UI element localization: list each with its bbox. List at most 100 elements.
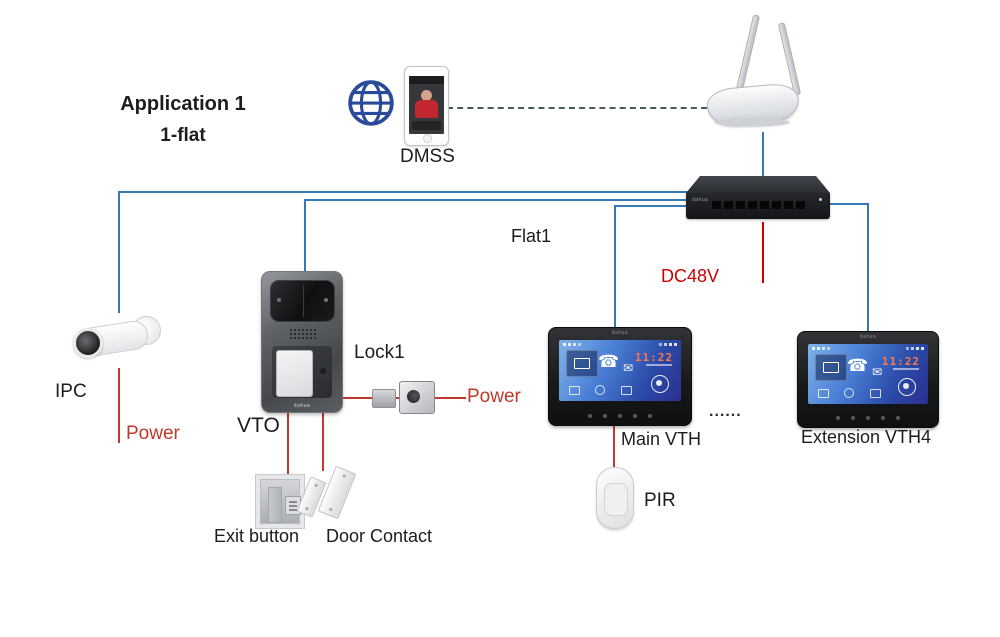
monitor-preview-tile xyxy=(815,354,847,381)
screen-clock: 11:22 xyxy=(634,351,673,364)
switch-ports xyxy=(712,201,721,209)
settings-icon xyxy=(898,378,916,396)
monitor-preview-tile xyxy=(566,350,598,377)
extension-vth-monitor: dahua ☎ ✉ 11:22 xyxy=(797,331,939,428)
door-contact-magnet-bar xyxy=(317,465,357,520)
exit-button-slot xyxy=(268,487,282,523)
router-base xyxy=(714,118,790,127)
pir-lens-window xyxy=(604,483,628,516)
vth-pir-line xyxy=(613,424,615,468)
lock-device xyxy=(399,381,435,414)
link-switch-ipc-horizontal xyxy=(119,191,688,193)
call-buttons-row xyxy=(412,121,441,130)
vto-speaker-grille xyxy=(289,328,317,341)
link-switch-vto-horizontal xyxy=(305,199,688,201)
poe-switch: dahua xyxy=(686,176,830,222)
dc48v-power-line xyxy=(762,222,764,283)
ipc-camera xyxy=(72,308,172,370)
main-vth-monitor: dahua ☎ ✉ 11:22 xyxy=(548,327,692,426)
link-switch-vto-vertical xyxy=(304,199,306,272)
vth-screen: ☎ ✉ 11:22 xyxy=(559,340,681,401)
vth-screen: ☎ ✉ 11:22 xyxy=(808,344,928,404)
camera-lens xyxy=(73,328,103,358)
flat1-label: Flat1 xyxy=(511,226,552,246)
statusbar-icons-left xyxy=(563,343,566,346)
app-icon-2 xyxy=(844,388,854,398)
app-icon-1 xyxy=(569,386,580,395)
title-line1: Application 1 xyxy=(120,93,246,115)
vto-screw-left xyxy=(277,298,281,302)
vto-exitbutton-line xyxy=(287,410,289,476)
internet-globe-icon xyxy=(346,77,396,129)
switch-front-face: dahua xyxy=(686,193,830,219)
phone-icon: ☎ xyxy=(598,352,620,372)
lock-power-label: Power xyxy=(467,386,521,407)
vto-brand-logo: dahua xyxy=(293,403,311,409)
phone-icon: ☎ xyxy=(847,356,869,376)
switch-brand-logo: dahua xyxy=(692,197,709,203)
statusbar-icons-right xyxy=(674,343,677,346)
vto-device: dahua xyxy=(261,271,343,413)
vth-brand-logo: dahua xyxy=(859,334,877,340)
screen-date-bar xyxy=(646,364,672,366)
app-icon-3 xyxy=(621,386,632,395)
app-icon-2 xyxy=(595,385,605,395)
pir-label: PIR xyxy=(644,490,676,511)
ipc-label: IPC xyxy=(55,381,87,402)
title-line2: 1-flat xyxy=(160,125,206,146)
vto-screw-right xyxy=(324,298,328,302)
vth-brand-logo: dahua xyxy=(611,330,629,336)
link-switch-mainvth-horizontal xyxy=(615,205,688,207)
wifi-router xyxy=(700,12,804,136)
phone-home-button xyxy=(422,134,432,143)
app-icon-1 xyxy=(818,389,829,398)
caller-torso xyxy=(415,100,438,118)
vto-call-button xyxy=(276,350,313,397)
link-switch-extvth-horizontal xyxy=(828,203,869,205)
screen-date-bar xyxy=(893,368,919,370)
link-switch-mainvth-vertical xyxy=(614,205,616,327)
message-icon: ✉ xyxy=(623,361,634,375)
pir-sensor xyxy=(596,467,634,529)
main-vth-label: Main VTH xyxy=(621,429,702,449)
door-contact-label: Door Contact xyxy=(326,526,433,546)
exit-button-label: Exit button xyxy=(214,526,300,546)
globe-svg xyxy=(348,80,394,126)
lock1-label: Lock1 xyxy=(354,342,405,363)
ipc-power-line xyxy=(118,368,120,443)
switch-led xyxy=(819,198,822,201)
phone-call-bar xyxy=(409,76,444,84)
app-icon-3 xyxy=(870,389,881,398)
dmss-smartphone-icon xyxy=(404,66,449,146)
settings-icon xyxy=(651,375,669,393)
ellipsis-label: ...... xyxy=(709,403,742,420)
phone-screen xyxy=(409,76,444,134)
vto-lens-divider xyxy=(302,285,304,317)
vto-label: VTO xyxy=(237,414,280,437)
statusbar-icons-left xyxy=(812,347,815,350)
camera-preview-icon xyxy=(574,358,590,369)
screen-clock: 11:22 xyxy=(881,355,920,368)
vto-side-button xyxy=(320,368,326,374)
link-switch-extvth-vertical xyxy=(867,203,869,333)
switch-top-face xyxy=(686,176,830,193)
vto-camera-window xyxy=(270,280,335,322)
lock-keyhole xyxy=(407,390,420,403)
caller-head xyxy=(421,90,432,101)
exit-button-plate xyxy=(260,479,301,524)
page-title: Application 1 1-flat xyxy=(98,93,268,147)
lock-connector xyxy=(372,389,396,408)
dc48v-label: DC48V xyxy=(661,266,720,286)
link-switch-ipc-vertical xyxy=(118,191,120,313)
touch-keys-row xyxy=(836,416,840,420)
vto-doorcontact-line xyxy=(322,410,324,471)
wifi-dashed-link xyxy=(447,107,707,109)
exit-button-device xyxy=(255,474,305,529)
extension-vth-label: Extension VTH4 xyxy=(801,427,932,447)
message-icon: ✉ xyxy=(872,365,883,379)
link-router-switch xyxy=(762,132,764,178)
statusbar-icons-right xyxy=(921,347,924,350)
touch-keys-row xyxy=(588,414,592,418)
camera-preview-icon xyxy=(823,362,839,373)
